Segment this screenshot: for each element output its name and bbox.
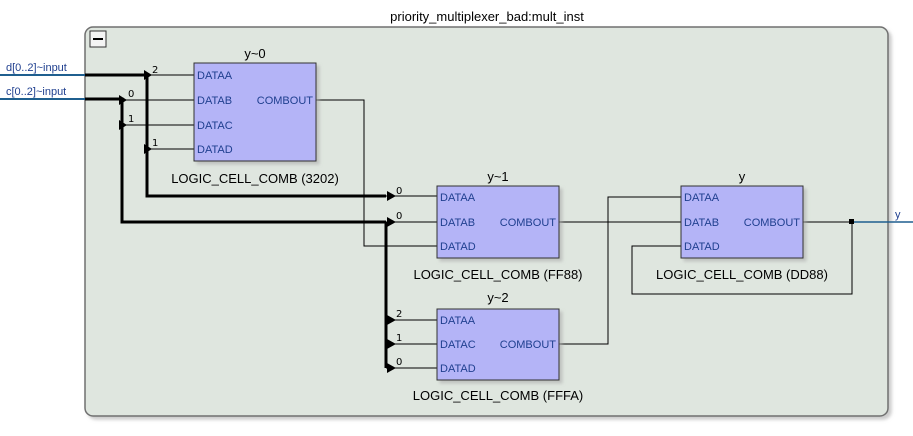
cell-y1[interactable]: y~1 DATAA DATAB DATAD COMBOUT LOGIC_CELL…: [413, 169, 582, 282]
port-label: DATAB: [684, 217, 719, 229]
cell-name: LOGIC_CELL_COMB (FF88): [413, 267, 582, 282]
bus-index: 0: [396, 186, 402, 197]
cell-y2[interactable]: y~2 DATAA DATAC DATAD COMBOUT LOGIC_CELL…: [413, 290, 583, 403]
port-label: DATAD: [197, 144, 233, 156]
bus-index: 1: [128, 114, 134, 125]
port-label: DATAA: [440, 315, 476, 327]
port-label: DATAB: [440, 217, 475, 229]
bus-index: 2: [396, 309, 402, 320]
cell-body[interactable]: [193, 62, 317, 162]
combout-label: COMBOUT: [744, 217, 801, 229]
cell-title: y~1: [487, 169, 508, 184]
cell-body[interactable]: [436, 185, 560, 259]
input-c-label: c[0..2]~input: [6, 86, 66, 98]
minus-icon: [93, 38, 103, 40]
instance-title: priority_multiplexer_bad:mult_inst: [390, 9, 584, 24]
combout-label: COMBOUT: [500, 217, 557, 229]
junction-dot: [849, 219, 854, 224]
bus-index: 1: [152, 138, 158, 149]
port-label: DATAD: [440, 241, 476, 253]
cell-title: y: [739, 169, 746, 184]
bus-index: 0: [396, 357, 402, 368]
output-y-label: y: [895, 209, 901, 221]
port-label: DATAA: [197, 70, 233, 82]
cell-title: y~0: [244, 46, 265, 61]
port-label: DATAB: [197, 95, 232, 107]
bus-taps: [119, 70, 396, 373]
bus-index: 1: [396, 333, 402, 344]
port-label: DATAA: [440, 192, 476, 204]
thin-wires: [122, 74, 853, 369]
cell-name: LOGIC_CELL_COMB (FFFA): [413, 388, 583, 403]
cell-y[interactable]: y DATAA DATAB DATAD COMBOUT LOGIC_CELL_C…: [656, 169, 828, 282]
bus-index: 0: [128, 89, 134, 100]
port-label: DATAD: [684, 241, 720, 253]
bus-index-labels: 2 0 1 1 0 0 2 1 0: [128, 65, 402, 368]
port-label: DATAC: [440, 339, 476, 351]
cell-name: LOGIC_CELL_COMB (3202): [171, 171, 339, 186]
bus-index: 0: [396, 211, 402, 222]
port-label: DATAC: [197, 120, 233, 132]
cell-title: y~2: [487, 290, 508, 305]
cell-body[interactable]: [436, 308, 560, 381]
port-label: DATAD: [440, 363, 476, 375]
input-d-label: d[0..2]~input: [6, 62, 67, 74]
port-label: DATAA: [684, 192, 720, 204]
cell-body[interactable]: [680, 185, 804, 259]
combout-label: COMBOUT: [500, 339, 557, 351]
collapse-button[interactable]: [89, 30, 107, 48]
cell-name: LOGIC_CELL_COMB (DD88): [656, 267, 828, 282]
bus-index: 2: [152, 65, 158, 76]
cell-y0[interactable]: y~0 DATAA DATAB DATAC DATAD COMBOUT LOGI…: [171, 46, 339, 186]
combout-label: COMBOUT: [257, 95, 314, 107]
